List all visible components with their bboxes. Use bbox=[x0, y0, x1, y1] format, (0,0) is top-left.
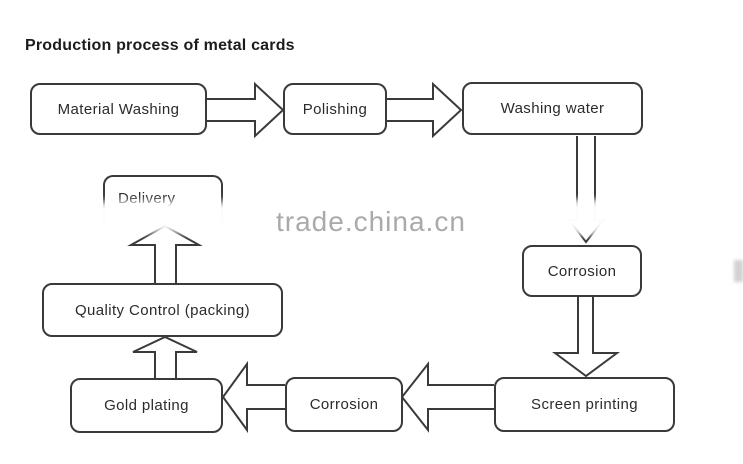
node-washing-water: Washing water bbox=[462, 82, 643, 135]
arrow-material-washing-to-polishing-icon bbox=[206, 81, 285, 139]
arrow-polishing-to-washing-water-icon bbox=[387, 81, 463, 139]
arrow-quality-control-to-delivery-icon bbox=[127, 224, 203, 283]
node-quality-control: Quality Control (packing) bbox=[42, 283, 283, 337]
watermark-smear bbox=[97, 206, 229, 227]
arrow-screen-printing-to-corrosion-icon bbox=[400, 361, 494, 433]
node-polishing: Polishing bbox=[283, 83, 387, 135]
arrow-corrosion-to-gold-plating-icon bbox=[221, 360, 285, 434]
node-material-washing: Material Washing bbox=[30, 83, 207, 135]
node-corrosion-after-printing: Corrosion bbox=[285, 377, 403, 432]
watermark-edge-artifact bbox=[734, 260, 743, 282]
node-label: Material Washing bbox=[57, 100, 180, 118]
node-gold-plating: Gold plating bbox=[70, 378, 223, 433]
node-label: Polishing bbox=[302, 100, 368, 118]
watermark-smear bbox=[563, 205, 607, 227]
arrow-gold-plating-to-quality-control-icon bbox=[132, 335, 198, 378]
node-screen-printing: Screen printing bbox=[494, 377, 675, 432]
node-label: Corrosion bbox=[309, 396, 379, 413]
node-label: Washing water bbox=[500, 100, 605, 117]
arrow-corrosion-to-screen-printing-icon bbox=[551, 297, 621, 378]
node-label: Corrosion bbox=[547, 262, 617, 280]
watermark-text: trade.china.cn bbox=[276, 206, 466, 237]
node-label: Quality Control (packing) bbox=[74, 301, 251, 319]
node-label: Screen printing bbox=[531, 396, 638, 413]
node-label: Gold plating bbox=[104, 397, 189, 414]
node-corrosion-after-washing: Corrosion bbox=[522, 245, 642, 297]
page-title: Production process of metal cards bbox=[25, 37, 295, 54]
